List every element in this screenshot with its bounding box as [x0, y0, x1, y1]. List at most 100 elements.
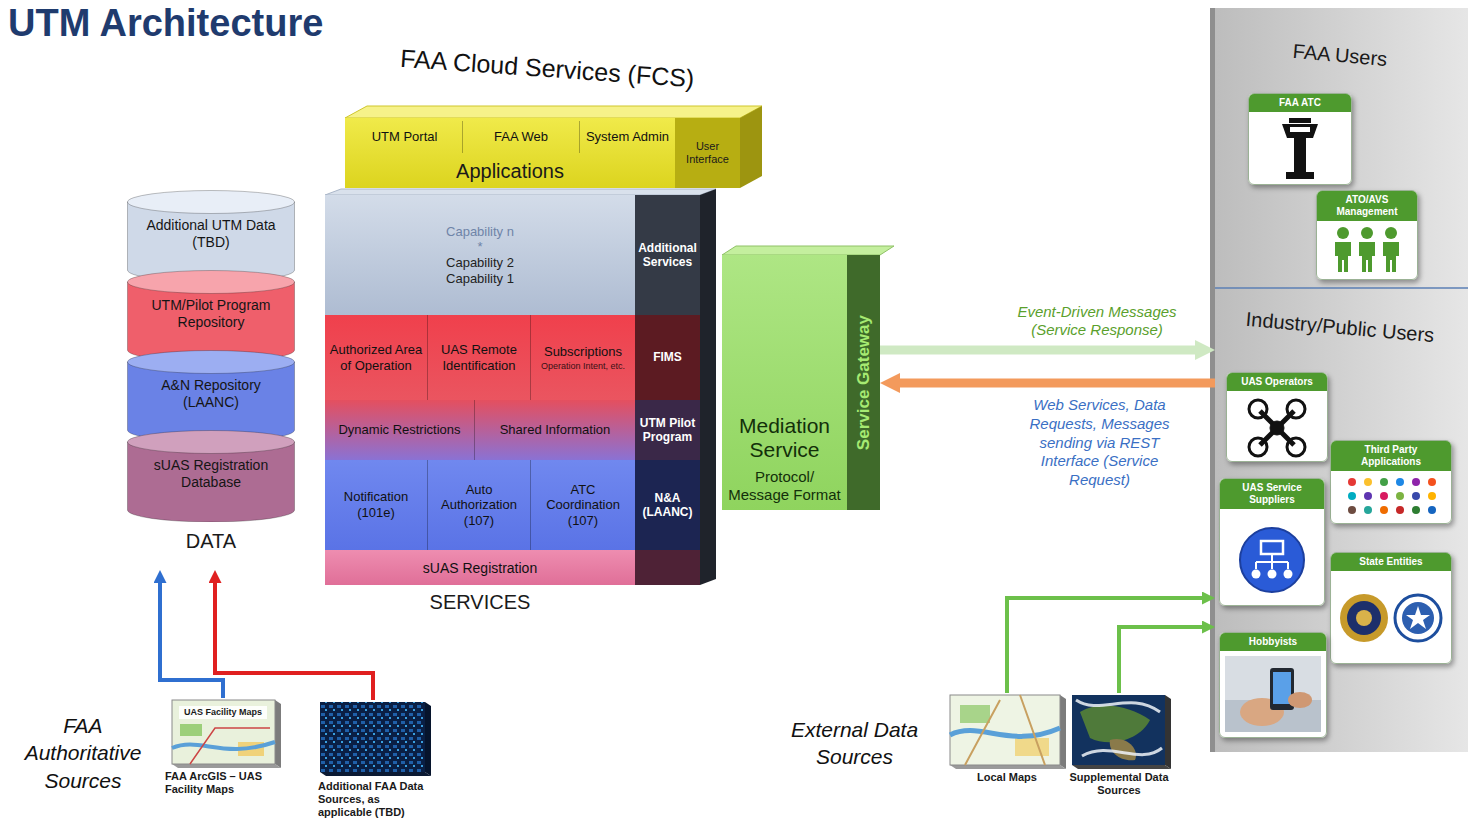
- facility-map-image: [275, 700, 281, 768]
- service-layer: sUAS Registration: [325, 550, 700, 585]
- node-text: Hobbyists: [1220, 633, 1326, 651]
- node-text: Subscriptions: [544, 344, 622, 360]
- area-label: FAA Authoritative Sources: [8, 712, 158, 794]
- local-map-image: [950, 728, 1060, 736]
- service-layer: N&A (LAANC)Notification (101e)Auto Autho…: [325, 460, 700, 550]
- satellite-image: [1072, 765, 1171, 769]
- cylinder-top: [128, 271, 295, 294]
- service-box: Authorized Area of Operation: [325, 315, 428, 400]
- app-icons-grid: [1348, 478, 1436, 514]
- user-card: UAS Operators: [1226, 372, 1328, 462]
- facility-map-image: [172, 764, 281, 768]
- node-text: sUAS Registration: [423, 560, 537, 576]
- network-icon: [1255, 562, 1257, 569]
- connector-arrow: [880, 346, 1195, 355]
- hobbyist-photo: [1225, 656, 1321, 732]
- service-box: ATC Coordination (107): [531, 460, 635, 550]
- people-icon: [1361, 227, 1373, 239]
- seal-icons: [1347, 601, 1381, 635]
- node-text: *: [477, 239, 482, 255]
- node-text: UTM Portal: [372, 129, 438, 145]
- app-icons-grid: [1364, 492, 1372, 500]
- node-text: Capability 1: [446, 271, 514, 287]
- control-tower-icon: [1282, 118, 1318, 179]
- app-icons-grid: [1428, 492, 1436, 500]
- app-icons-grid: [1380, 478, 1388, 486]
- app-icons-grid: [1348, 492, 1356, 500]
- area-label: External Data Sources: [772, 716, 937, 771]
- users-panel: [1215, 287, 1468, 289]
- people-icon: [1385, 227, 1397, 239]
- node-text: UAS Remote Identification: [431, 342, 527, 373]
- control-tower-icon: [1282, 124, 1318, 138]
- layer-side: FIMS: [635, 315, 700, 400]
- control-tower-icon: [1290, 127, 1310, 132]
- node-text: Additional UTM Data (TBD): [133, 217, 289, 251]
- services-block-depth: [700, 189, 716, 585]
- data-cylinder: sUAS Registration Database: [127, 430, 295, 522]
- drone-icon: [1287, 400, 1305, 418]
- service-layer: FIMS Authorized Area of OperationUAS Remo…: [325, 315, 700, 400]
- layer-front: sUAS Registration: [325, 550, 635, 585]
- data-cylinder: A&N Repository (LAANC): [127, 350, 295, 442]
- drone-icon: [1249, 400, 1267, 418]
- seal-icons: [1395, 595, 1441, 641]
- data-cylinder: UTM/Pilot Program Repository: [127, 270, 295, 362]
- node-text: Capability n: [446, 224, 514, 240]
- layer-front: Capability n*Capability 2Capability 1: [325, 195, 635, 315]
- control-tower-icon: [1289, 118, 1311, 123]
- node-text: FAA Users: [1214, 33, 1465, 78]
- mediation-block: Mediation ServiceProtocol/ Message Forma…: [722, 255, 880, 510]
- applications-bar-depth: [345, 106, 762, 118]
- people-icon: [1335, 227, 1399, 272]
- layer-side: User Interface: [675, 118, 740, 188]
- node-text: Service Gateway: [854, 315, 874, 450]
- service-box: Dynamic Restrictions: [325, 400, 475, 460]
- satellite-image: [1076, 700, 1162, 756]
- network-icon: [1268, 570, 1277, 579]
- control-tower-icon: [1286, 172, 1314, 179]
- drone-icon: [1249, 400, 1305, 456]
- local-map-image: [1015, 738, 1049, 756]
- drone-icon: [1287, 438, 1305, 456]
- layer-side: N&A (LAANC): [635, 460, 700, 550]
- node-text: UAS Facility Maps: [179, 706, 267, 719]
- node-text: UAS Operators: [1227, 373, 1327, 391]
- local-map-image: [950, 695, 1066, 769]
- local-map-image: [950, 695, 1060, 765]
- app-icons-grid: [1396, 506, 1404, 514]
- facility-map-image: [172, 742, 275, 749]
- app-icons-grid: [1348, 506, 1356, 514]
- local-map-image: [950, 765, 1066, 769]
- node-text: UTM Pilot Program: [637, 416, 698, 445]
- app-icons-grid: [1348, 478, 1356, 486]
- satellite-image: [1072, 695, 1171, 769]
- diagram-title: UTM Architecture: [8, 2, 323, 45]
- node-text: Operation Intent, etc.: [541, 361, 625, 371]
- node-text: Notification (101e): [328, 489, 424, 520]
- seal-icons: [1340, 594, 1441, 642]
- satellite-image: [1072, 695, 1165, 765]
- area-label: FAA Cloud Services (FCS): [399, 44, 695, 93]
- app-icons-grid: [1364, 478, 1372, 486]
- users-panel: [1210, 8, 1468, 752]
- mediation-depth: [722, 246, 894, 255]
- seal-icons: [1406, 606, 1430, 629]
- node-text: SERVICES: [325, 591, 635, 614]
- data-source: Local Maps: [948, 693, 1066, 784]
- drone-icon: [1270, 421, 1284, 435]
- node-text: State Entities: [1331, 553, 1451, 571]
- application-box: System Admin: [580, 121, 675, 153]
- people-icon: [1383, 242, 1399, 272]
- node-text: Third Party Applications: [1331, 441, 1451, 471]
- application-box: FAA Web: [463, 121, 580, 153]
- facility-map-image: [172, 700, 275, 764]
- card-body: [1330, 440, 1452, 524]
- network-icon: [1252, 570, 1261, 579]
- satellite-image: [1165, 695, 1171, 769]
- node-text: FIMS: [653, 350, 682, 364]
- hobbyist-photo: [1288, 692, 1312, 708]
- control-tower-icon: [1294, 138, 1306, 172]
- connector-arrow: [1007, 598, 1202, 693]
